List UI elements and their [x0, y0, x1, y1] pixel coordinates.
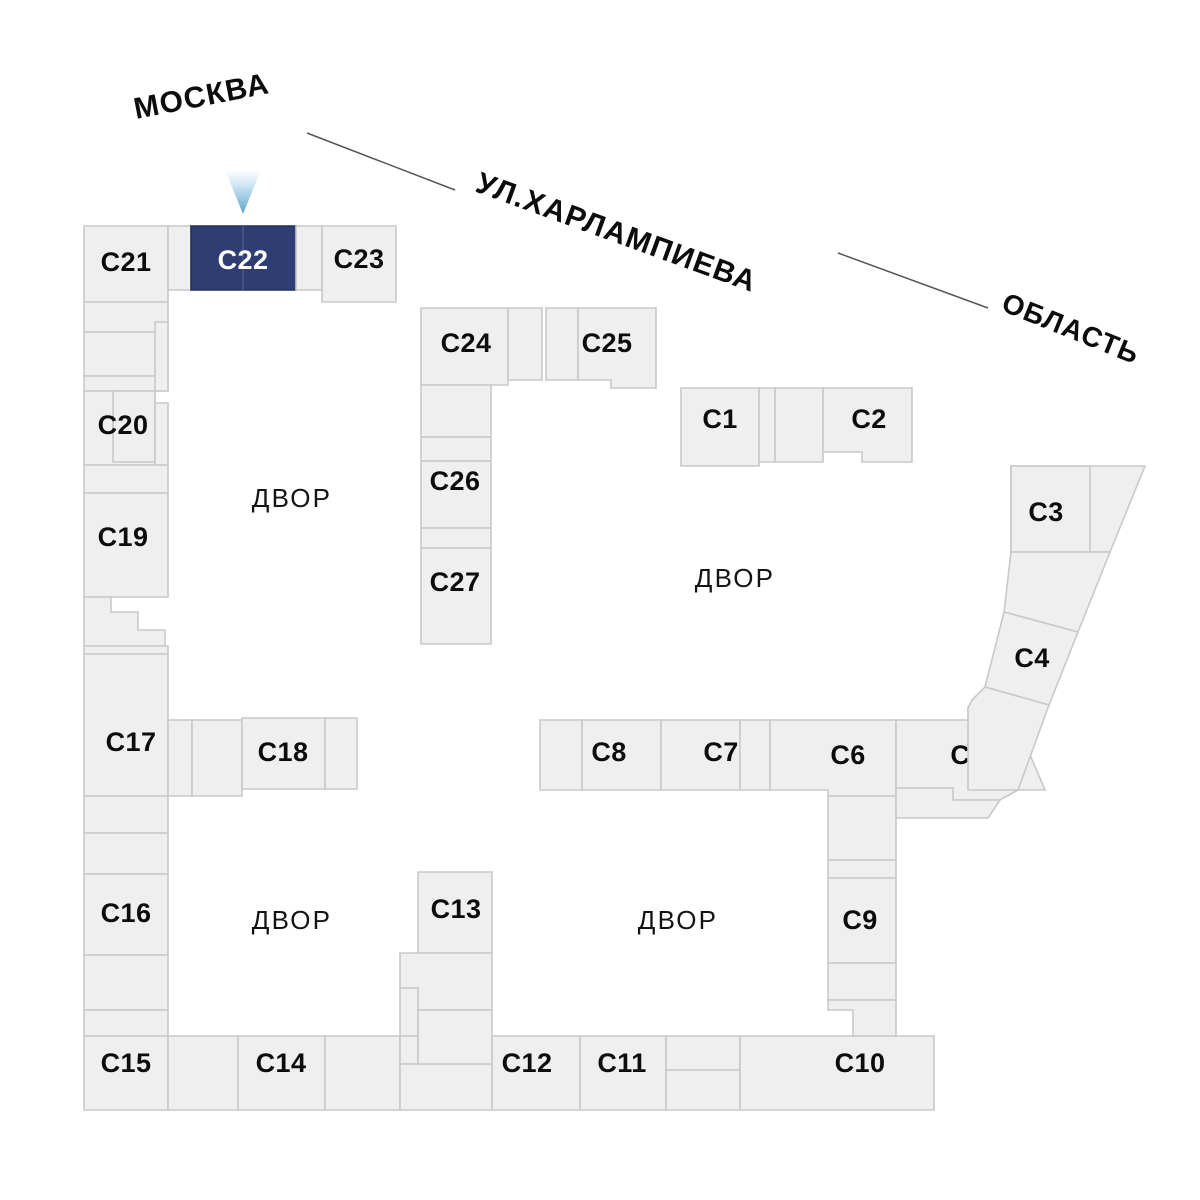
block-group-C3[interactable]: C3	[1010, 465, 1147, 553]
block-label-C11: C11	[597, 1048, 646, 1078]
block-label-C6: C6	[830, 740, 865, 770]
location-marker[interactable]	[225, 170, 261, 214]
yard-label-se: ДВОР	[638, 905, 718, 935]
block-group-C1[interactable]: C1	[680, 387, 776, 467]
block-group-C20[interactable]: C20	[83, 390, 169, 494]
block-group-C8[interactable]: C8	[539, 719, 662, 791]
block-group-C24[interactable]: C24	[420, 307, 543, 386]
block-group-C2[interactable]: C2	[774, 387, 913, 463]
block-label-C22: C22	[218, 245, 269, 275]
block-group-C17[interactable]: C17	[83, 653, 193, 797]
block-label-C1: C1	[702, 404, 737, 434]
yard-label-ne: ДВОР	[695, 563, 775, 593]
block-group-C12[interactable]: C12	[399, 1009, 581, 1111]
block-label-C3: C3	[1028, 497, 1063, 527]
block-group-C22[interactable]: C22	[190, 225, 297, 291]
block-group-C25[interactable]: C25	[545, 307, 657, 389]
block-label-C8: C8	[591, 737, 626, 767]
block-group-C18[interactable]: C18	[191, 717, 358, 797]
block-group-C11[interactable]: C11	[579, 1035, 741, 1111]
block-label-C9: C9	[842, 905, 877, 935]
block-label-C14: C14	[256, 1048, 307, 1078]
block-group-C7[interactable]: C7	[660, 719, 771, 791]
yard-label-nw: ДВОР	[252, 483, 332, 513]
block-label-C19: C19	[98, 522, 149, 552]
block-label-C20: C20	[98, 410, 149, 440]
block-group-C14[interactable]: C14	[237, 1035, 401, 1111]
block-label-C26: C26	[430, 466, 481, 496]
block-group-C26[interactable]: C26	[420, 384, 492, 529]
block-label-C18: C18	[258, 737, 309, 767]
street-leader-left	[306, 132, 456, 191]
label-street-name: УЛ.ХАРЛАМПИЕВА	[472, 167, 762, 299]
block-label-C17: C17	[106, 727, 157, 757]
block-label-C16: C16	[101, 898, 152, 928]
block-label-C7: C7	[703, 737, 738, 767]
block-label-C4: C4	[1014, 643, 1049, 673]
block-group-C21[interactable]: C21	[83, 225, 192, 303]
block-label-C25: C25	[582, 328, 633, 358]
block-group-C9[interactable]: C9	[827, 795, 897, 1037]
block-label-C27: C27	[430, 567, 481, 597]
block-group-C10[interactable]: C10	[739, 1035, 935, 1111]
block-label-C13: C13	[431, 894, 482, 924]
block-group-C16[interactable]: C16	[83, 795, 169, 1037]
block-label-C21: C21	[101, 247, 152, 277]
block-group-C23[interactable]: C23	[295, 225, 397, 303]
block-group-C6[interactable]: C6	[769, 719, 897, 797]
block-group-C13[interactable]: C13	[399, 871, 493, 1037]
yard-label-sw: ДВОР	[252, 905, 332, 935]
block-label-C2: C2	[851, 404, 886, 434]
block-group-C4[interactable]: C4	[967, 551, 1112, 791]
block-label-C24: C24	[441, 328, 492, 358]
block-label-C12: C12	[502, 1048, 553, 1078]
block-label-C10: C10	[835, 1048, 886, 1078]
block-group-C19[interactable]: C19	[83, 492, 169, 655]
block-group-C15[interactable]: C15	[83, 1035, 239, 1111]
label-moskva: МОСКВА	[131, 67, 272, 126]
street-leader-right	[837, 252, 989, 309]
block-label-C15: C15	[101, 1048, 152, 1078]
block-label-C23: C23	[334, 244, 385, 274]
block-group-left-upper-strip[interactable]	[83, 301, 169, 392]
block-group-C27[interactable]: C27	[420, 527, 492, 645]
label-oblast: ОБЛАСТЬ	[998, 287, 1145, 370]
